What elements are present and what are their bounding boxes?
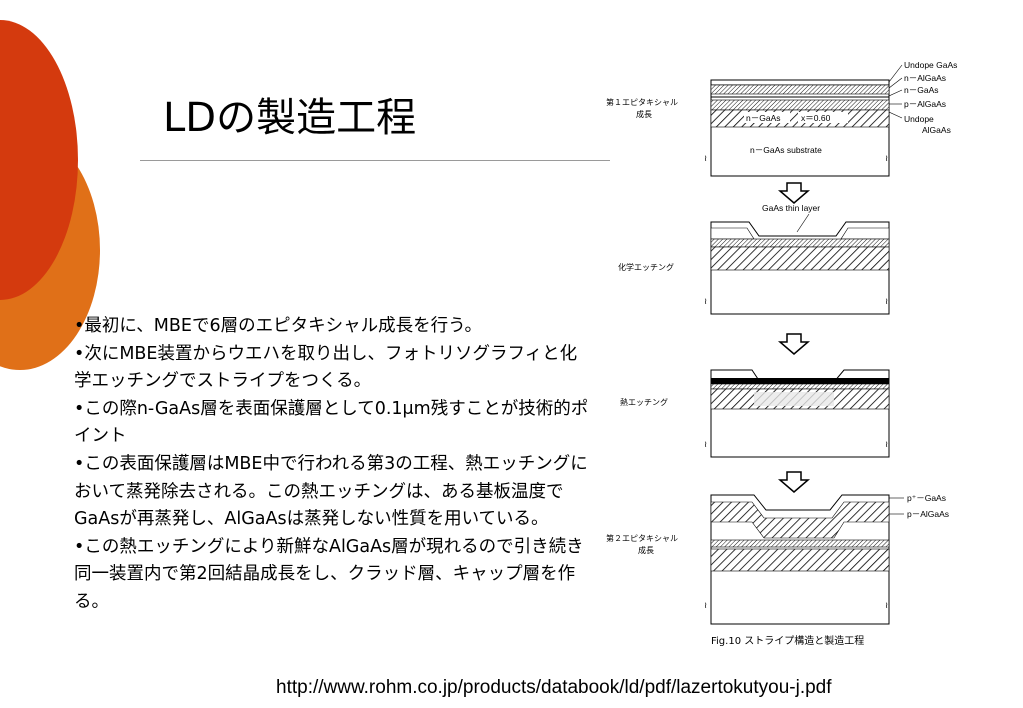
label-undope: Undope — [904, 114, 934, 124]
label-active-x: x＝0.60 — [801, 113, 831, 123]
break-mark: ≀ — [885, 600, 888, 610]
stage-second-growth: ≀ ≀ p⁺－GaAs p－AlGaAs 第２エピタキシャル 成長 — [606, 493, 949, 625]
process-diagram: n－GaAs x＝0.60 n－GaAs substrate ≀ ≀ Undop… — [606, 60, 957, 647]
process-arrow — [777, 333, 811, 355]
stage-label-chemical-etching: 化学エッチング — [618, 262, 674, 272]
label-undope-gaas: Undope GaAs — [904, 60, 957, 70]
label-active-n-gaas: n－GaAs — [746, 113, 781, 123]
process-arrow — [777, 471, 811, 493]
label-undope-algaas: AlGaAs — [922, 125, 951, 135]
bullet-item: •この表面保護層はMBE中で行われる第3の工程、熱エッチングにおいて蒸発除去され… — [74, 453, 588, 530]
label-n-gaas: n－GaAs — [904, 85, 939, 95]
label-thin-layer: GaAs thin layer — [762, 203, 820, 213]
stage-label-first-growth: 第１エピタキシャル — [606, 97, 678, 107]
stage-chemical-etching: ≀ ≀ 化学エッチング — [618, 221, 890, 315]
slide-title: LDの製造工程 — [163, 95, 417, 141]
break-mark: ≀ — [704, 153, 707, 163]
bullet-item: •次にMBE装置からウエハを取り出し、フォトリソグラフィと化学エッチングでストラ… — [74, 343, 578, 392]
break-mark: ≀ — [704, 439, 707, 449]
label-n-algaas: n－AlGaAs — [904, 73, 946, 83]
break-mark: ≀ — [885, 296, 888, 306]
label-p-algaas: p－AlGaAs — [904, 99, 946, 109]
decorative-circles — [0, 20, 100, 370]
figure-caption: Fig.10 ストライプ構造と製造工程 — [711, 634, 864, 647]
source-url: http://www.rohm.co.jp/products/databook/… — [276, 677, 832, 698]
break-mark: ≀ — [704, 600, 707, 610]
break-mark: ≀ — [885, 439, 888, 449]
stage-label-second-growth: 第２エピタキシャル — [606, 533, 678, 543]
label-p-plus-gaas: p⁺－GaAs — [907, 493, 946, 503]
bullet-item: •最初に、MBEで6層のエピタキシャル成長を行う。 — [74, 316, 483, 336]
title-divider — [140, 160, 610, 161]
stage-label-second-growth-2: 成長 — [638, 545, 654, 555]
bullet-item: •この熱エッチングにより新鮮なAlGaAs層が現れるので引き続き同一装置内で第2… — [74, 536, 584, 612]
stage-thermal-etching: ≀ ≀ 熱エッチング — [620, 369, 890, 458]
bullet-item: •この際n-GaAs層を表面保護層として0.1μm残すことが技術的ポイント — [74, 398, 589, 447]
bullet-list: •最初に、MBEで6層のエピタキシャル成長を行う。 •次にMBE装置からウエハを… — [74, 313, 594, 617]
process-arrow — [777, 182, 811, 204]
break-mark: ≀ — [704, 296, 707, 306]
label-p-algaas-second: p－AlGaAs — [907, 509, 949, 519]
label-substrate: n－GaAs substrate — [750, 145, 822, 155]
break-mark: ≀ — [885, 153, 888, 163]
stage-label-first-growth-2: 成長 — [636, 109, 652, 119]
stage-label-thermal-etching: 熱エッチング — [620, 397, 668, 407]
stage-first-growth: n－GaAs x＝0.60 n－GaAs substrate ≀ ≀ Undop… — [606, 60, 957, 177]
red-circle — [0, 20, 78, 300]
